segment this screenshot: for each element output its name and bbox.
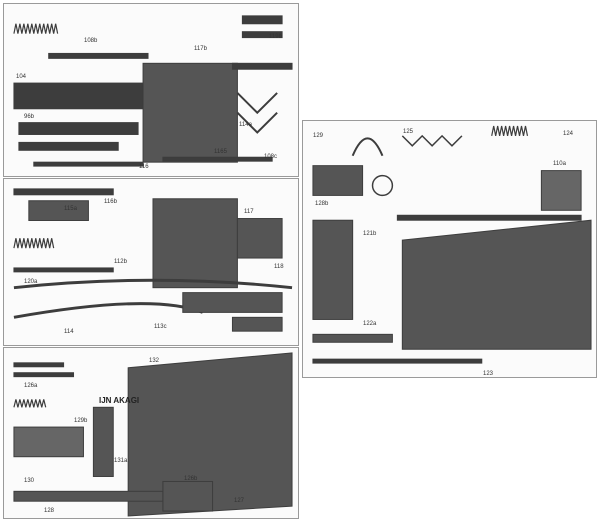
part-label: 121b: [363, 231, 377, 237]
sheet-mid-left: 115a 116b 117 112b 113c 114 118 120a: [3, 178, 299, 346]
part-label: 119b: [269, 34, 282, 40]
part-label: 131a: [114, 458, 128, 464]
part-label: 114a: [239, 122, 252, 128]
part-label: 110a: [553, 161, 566, 167]
part-label: 127: [234, 498, 245, 504]
part-label: 1165: [214, 149, 227, 155]
part-label: 96b: [24, 114, 35, 120]
part-label: 104: [16, 74, 27, 80]
sheet-top-left: 108b 117b 119b 104 96b 116 108c 114a 116…: [3, 3, 299, 177]
part-label: 123: [483, 371, 494, 377]
part-label: 120a: [24, 279, 38, 285]
part-label: 126a: [24, 383, 38, 389]
part-label: 108c: [264, 154, 278, 160]
sheet-right-parts: [312, 125, 592, 364]
ship-title: IJN AKAGI: [99, 396, 140, 405]
sheet-bottom-left-parts: [13, 352, 293, 517]
part-label: 117: [244, 209, 254, 215]
sheet-top-left-parts: [13, 15, 293, 167]
part-label: 129b: [74, 418, 88, 424]
part-label: 113c: [154, 324, 167, 330]
part-label: 115a: [64, 206, 77, 212]
part-label: 117b: [194, 46, 207, 52]
part-label: 132: [149, 358, 160, 364]
part-label: 118: [274, 264, 284, 270]
part-label: 116b: [104, 199, 117, 205]
part-label: 126b: [184, 476, 198, 482]
sheet-bottom-left: IJN AKAGI 126a 129b 130 131a 132 126b 12…: [3, 347, 299, 519]
part-label: 112b: [114, 259, 127, 265]
sheet-right: 129 125 124 128b 122a 123 121b 110a: [302, 120, 597, 378]
part-label: 114: [64, 329, 74, 335]
part-label: 108b: [84, 38, 98, 44]
part-label: 130: [24, 478, 35, 484]
part-label: 122a: [363, 321, 377, 327]
part-label: 128: [44, 508, 55, 514]
part-label: 128b: [315, 201, 329, 207]
part-label: 129: [313, 133, 324, 139]
part-label: 116: [139, 164, 149, 170]
sheet-mid-left-parts: [13, 188, 293, 332]
part-label: 125: [403, 129, 414, 135]
part-label: 124: [563, 131, 574, 137]
